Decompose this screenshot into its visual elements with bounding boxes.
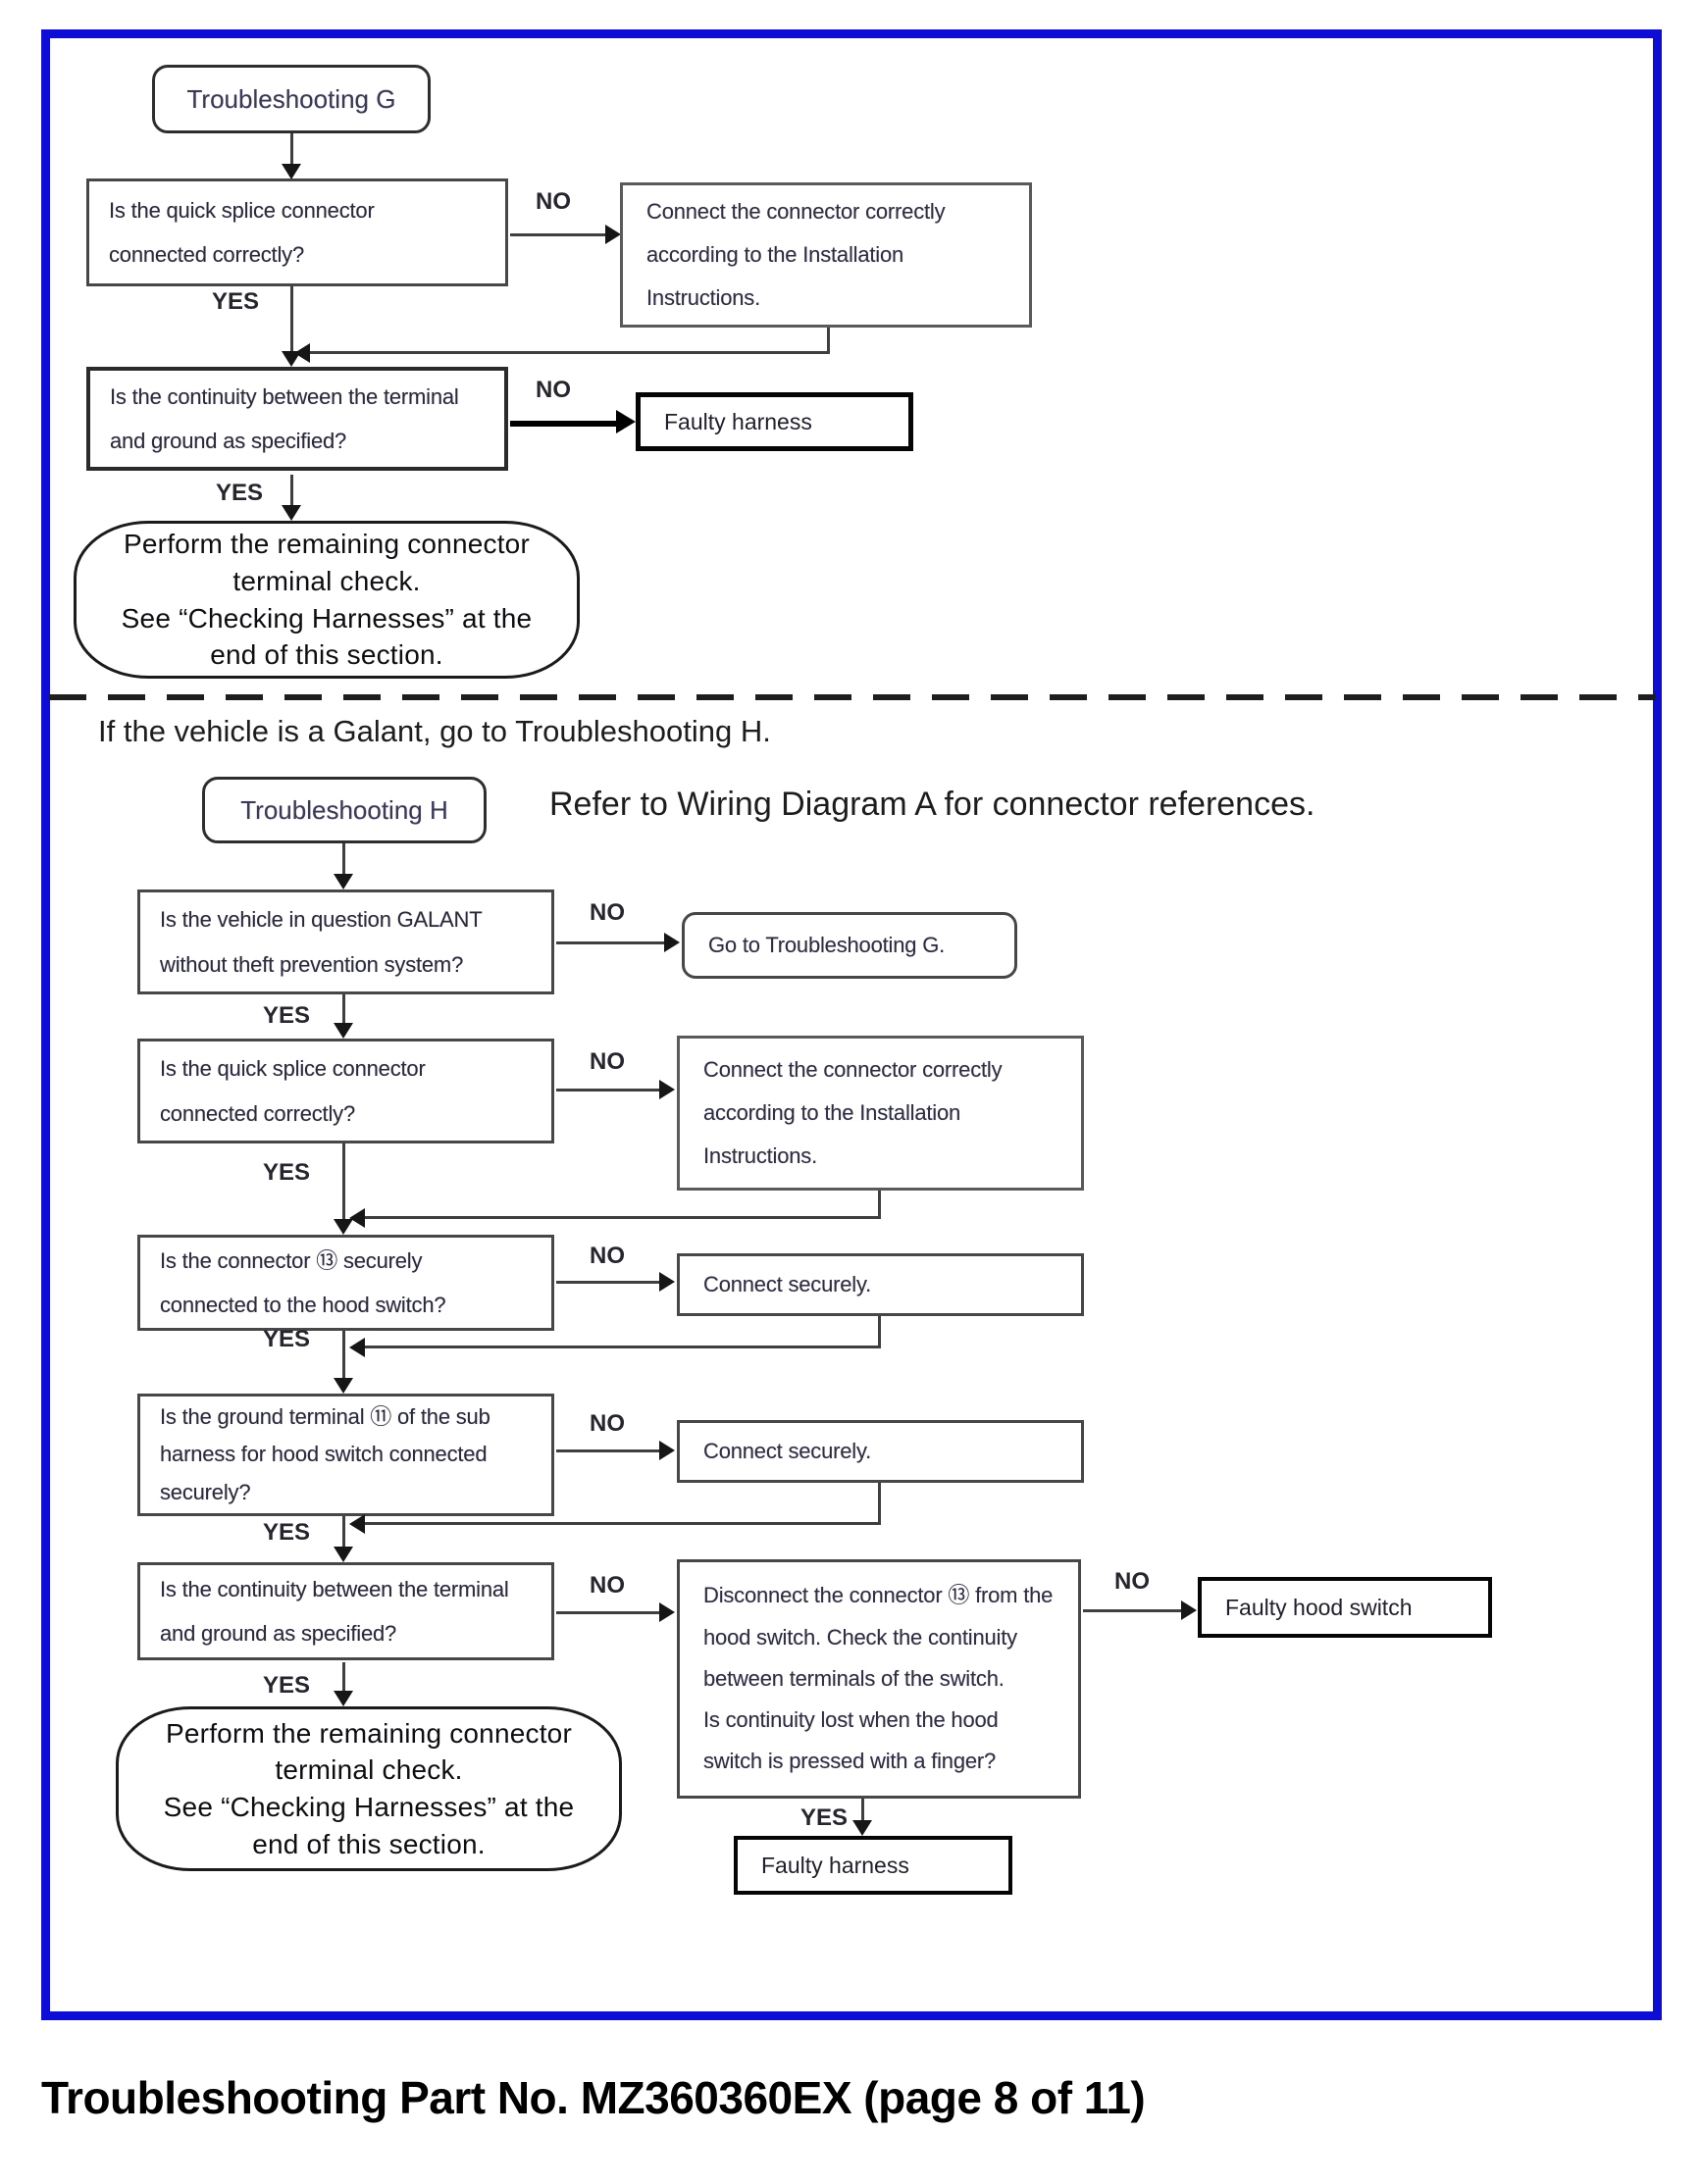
arrow-down-icon — [334, 1378, 353, 1394]
flow-line — [878, 1316, 881, 1347]
g-terminal-perform-check: Perform the remaining connector terminal… — [74, 521, 580, 679]
g-action-connect-correctly: Connect the connector correctly accordin… — [620, 182, 1032, 328]
yes-label: YES — [263, 1159, 311, 1186]
arrow-left-icon — [349, 1514, 365, 1534]
flow-line — [342, 994, 345, 1024]
flow-line — [290, 133, 293, 167]
h-action-goto-g: Go to Troubleshooting G. — [682, 912, 1017, 979]
arrow-left-icon — [349, 1338, 365, 1357]
h-terminal-perform-check: Perform the remaining connector terminal… — [116, 1706, 622, 1871]
arrow-right-icon — [659, 1272, 675, 1292]
wiring-diagram-note: Refer to Wiring Diagram A for connector … — [549, 786, 1315, 823]
flow-line — [878, 1483, 881, 1524]
flow-line — [342, 1331, 345, 1380]
flowchart-g-title: Troubleshooting G — [152, 65, 431, 133]
h-result-faulty-hood-switch: Faulty hood switch — [1198, 1577, 1492, 1638]
arrow-right-icon — [616, 410, 636, 433]
yes-label: YES — [263, 1002, 311, 1029]
arrow-right-icon — [659, 1602, 675, 1622]
yes-label: YES — [800, 1804, 849, 1831]
arrow-down-icon — [282, 351, 301, 367]
flow-line — [878, 1191, 881, 1218]
yes-label: YES — [263, 1519, 311, 1546]
g-question-continuity: Is the continuity between the terminal a… — [86, 367, 508, 471]
h-action-connect-correctly: Connect the connector correctly accordin… — [677, 1036, 1084, 1191]
flow-line — [556, 1089, 659, 1092]
yes-label: YES — [216, 480, 264, 506]
flow-line — [556, 1281, 659, 1284]
h-action-disconnect-check: Disconnect the connector ⑬ from the hood… — [677, 1559, 1081, 1799]
g-result-faulty-harness: Faulty harness — [636, 392, 913, 451]
galant-note: If the vehicle is a Galant, go to Troubl… — [98, 714, 771, 748]
arrow-down-icon — [282, 164, 301, 179]
flow-line — [361, 1522, 881, 1525]
arrow-down-icon — [852, 1820, 872, 1836]
flow-line — [290, 286, 293, 352]
flow-line — [556, 1449, 659, 1452]
no-label: NO — [536, 188, 571, 215]
flow-line — [510, 233, 605, 236]
arrow-left-icon — [349, 1208, 365, 1228]
no-label: NO — [536, 377, 571, 403]
yes-label: YES — [263, 1672, 311, 1699]
g-question-splice-connector: Is the quick splice connector connected … — [86, 178, 508, 286]
flow-line — [510, 421, 618, 427]
flow-line — [342, 1143, 345, 1220]
flowchart-h-title: Troubleshooting H — [202, 777, 487, 843]
no-label: NO — [590, 1048, 625, 1075]
arrow-down-icon — [282, 505, 301, 521]
yes-label: YES — [263, 1326, 311, 1352]
flow-line — [361, 1346, 881, 1348]
flow-line — [861, 1799, 864, 1822]
flow-line — [342, 1516, 345, 1548]
arrow-right-icon — [659, 1441, 675, 1460]
arrow-down-icon — [334, 874, 353, 889]
h-action-connect-securely-2: Connect securely. — [677, 1420, 1084, 1483]
no-label: NO — [590, 1243, 625, 1269]
dashed-separator — [49, 694, 1656, 700]
h-question-galant: Is the vehicle in question GALANT withou… — [137, 889, 554, 994]
h-question-splice-connector: Is the quick splice connector connected … — [137, 1039, 554, 1143]
no-label: NO — [1114, 1568, 1150, 1595]
yes-label: YES — [212, 288, 260, 315]
flow-line — [556, 1611, 659, 1614]
no-label: NO — [590, 1410, 625, 1437]
arrow-right-icon — [605, 225, 621, 244]
h-result-faulty-harness: Faulty harness — [734, 1836, 1012, 1895]
flow-line — [306, 351, 830, 354]
flow-line — [1083, 1609, 1183, 1612]
arrow-right-icon — [1181, 1600, 1197, 1620]
arrow-right-icon — [664, 933, 680, 952]
page-caption: Troubleshooting Part No. MZ360360EX (pag… — [41, 2072, 1146, 2123]
h-question-ground-terminal: Is the ground terminal ⑪ of the sub harn… — [137, 1394, 554, 1516]
h-question-continuity: Is the continuity between the terminal a… — [137, 1562, 554, 1660]
arrow-down-icon — [334, 1547, 353, 1562]
flow-line — [827, 328, 830, 354]
no-label: NO — [590, 1572, 625, 1599]
arrow-down-icon — [334, 1691, 353, 1706]
arrow-down-icon — [334, 1219, 353, 1235]
flow-line — [361, 1216, 881, 1219]
arrow-right-icon — [659, 1080, 675, 1099]
flow-line — [342, 1662, 345, 1692]
flow-line — [342, 843, 345, 875]
h-action-connect-securely-1: Connect securely. — [677, 1253, 1084, 1316]
flow-line — [556, 941, 664, 944]
arrow-down-icon — [334, 1023, 353, 1039]
h-question-connector-13: Is the connector ⑬ securely connected to… — [137, 1235, 554, 1331]
flow-line — [290, 475, 293, 506]
no-label: NO — [590, 899, 625, 926]
